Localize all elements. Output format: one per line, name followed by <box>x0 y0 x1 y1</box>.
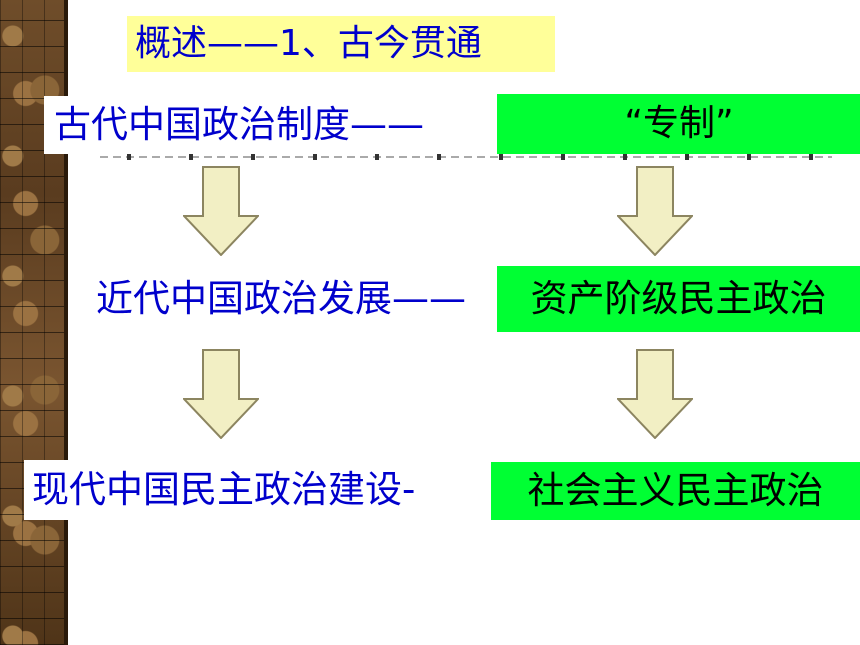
down-arrow-icon <box>617 166 693 256</box>
down-arrow-icon <box>617 349 693 439</box>
down-arrow-icon <box>183 166 259 256</box>
down-arrow-icon <box>183 349 259 439</box>
row-value-socialist-democracy: 社会主义民主政治 <box>491 462 860 520</box>
row-label-ancient: 古代中国政治制度—— <box>44 96 434 154</box>
row-label-modern: 近代中国政治发展—— <box>92 268 470 330</box>
slide-title: 概述——1、古今贯通 <box>127 16 555 72</box>
row-value-bourgeois-democracy: 资产阶级民主政治 <box>497 266 860 332</box>
row-label-contemporary: 现代中国民主政治建设- <box>24 460 424 520</box>
dashed-divider <box>100 154 832 160</box>
strip-edge <box>64 0 68 645</box>
row-value-autocracy: “专制” <box>497 94 860 154</box>
